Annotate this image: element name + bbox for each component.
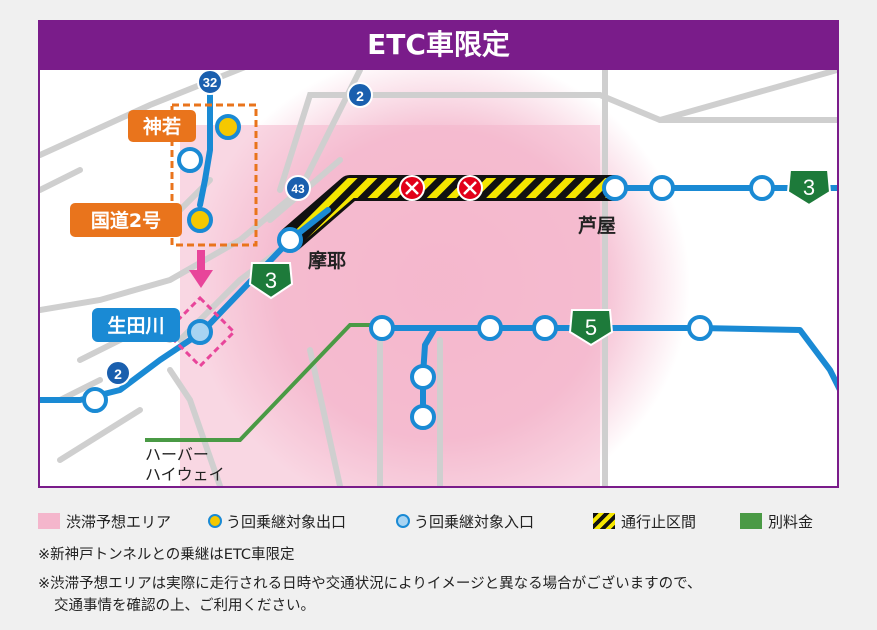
note-line-3: 交通事情を確認の上、ご利用ください。 [54, 598, 315, 614]
legend-separate-fee: 別料金 [740, 510, 813, 532]
congestion-swatch [38, 513, 60, 529]
closed-icon [593, 513, 615, 529]
map-legend: 渋滞予想エリア う回乗継対象出口 う回乗継対象入口 通行止区間 別料金 [38, 510, 838, 532]
separate-fee-swatch [740, 513, 762, 529]
route-shield-2-top: 2 [347, 82, 373, 108]
closed-marker-2 [457, 175, 483, 201]
route-shield-32: 32 [197, 70, 223, 95]
legend-congestion-label: 渋滞予想エリア [66, 512, 172, 531]
label-kamiwaka: 神若 [128, 110, 196, 142]
legend-closed: 通行止区間 [593, 510, 696, 532]
exit-kokudo2 [187, 207, 213, 233]
harbor-highway-line [145, 323, 385, 442]
closed-marker-1 [399, 175, 425, 201]
exit-kamiwaka [215, 114, 241, 140]
label-ikutagawa: 生田川 [92, 308, 180, 342]
label-ashiya: 芦屋 [578, 214, 616, 237]
note-line-2: ※渋滞予想エリアは実際に走行される日時や交通状況によりイメージと異なる場合がござ… [38, 576, 702, 592]
svg-text:32: 32 [203, 75, 217, 90]
route-shield-3-right: 3 [786, 169, 832, 207]
svg-text:3: 3 [803, 175, 815, 200]
legend-entrance-label: う回乗継対象入口 [414, 512, 535, 531]
svg-text:神若: 神若 [143, 115, 181, 138]
label-harbor-highway-1: ハーバー [145, 445, 209, 464]
entrance-icon [396, 514, 410, 528]
entrance-stations [82, 175, 775, 430]
detour-exit-box [170, 103, 258, 247]
svg-text:3: 3 [265, 268, 277, 293]
route-shield-43: 43 [285, 175, 311, 201]
legend-exit-label: う回乗継対象出口 [226, 512, 347, 531]
legend-closed-label: 通行止区間 [621, 512, 697, 531]
route-shield-5: 5 [568, 309, 614, 347]
legend-congestion: 渋滞予想エリア [38, 510, 171, 532]
label-maya: 摩耶 [308, 249, 346, 272]
route-shield-3-left: 3 [248, 262, 294, 300]
svg-text:生田川: 生田川 [107, 314, 164, 337]
transfer-arrow [189, 250, 213, 288]
route-shield-2-left: 2 [105, 360, 131, 386]
route-map: 32 2 43 2 3 3 5 神若 国道2号 生田川 摩耶 芦屋 ハーバー ハ… [38, 70, 839, 488]
station-mid [177, 147, 203, 173]
exit-icon [208, 514, 222, 528]
svg-text:43: 43 [291, 182, 305, 196]
legend-exit: う回乗継対象出口 [208, 510, 346, 532]
legend-entrance: う回乗継対象入口 [396, 510, 534, 532]
svg-text:5: 5 [585, 315, 597, 340]
note-line-1: ※新神戸トンネルとの乗継はETC車限定 [38, 547, 295, 563]
label-kokudo2: 国道2号 [70, 203, 182, 237]
legend-separate-fee-label: 別料金 [768, 512, 814, 531]
svg-text:国道2号: 国道2号 [91, 209, 161, 232]
svg-text:2: 2 [356, 88, 364, 104]
map-title: ETC車限定 [38, 20, 839, 70]
label-harbor-highway-2: ハイウェイ [145, 465, 225, 484]
svg-text:2: 2 [114, 366, 122, 382]
